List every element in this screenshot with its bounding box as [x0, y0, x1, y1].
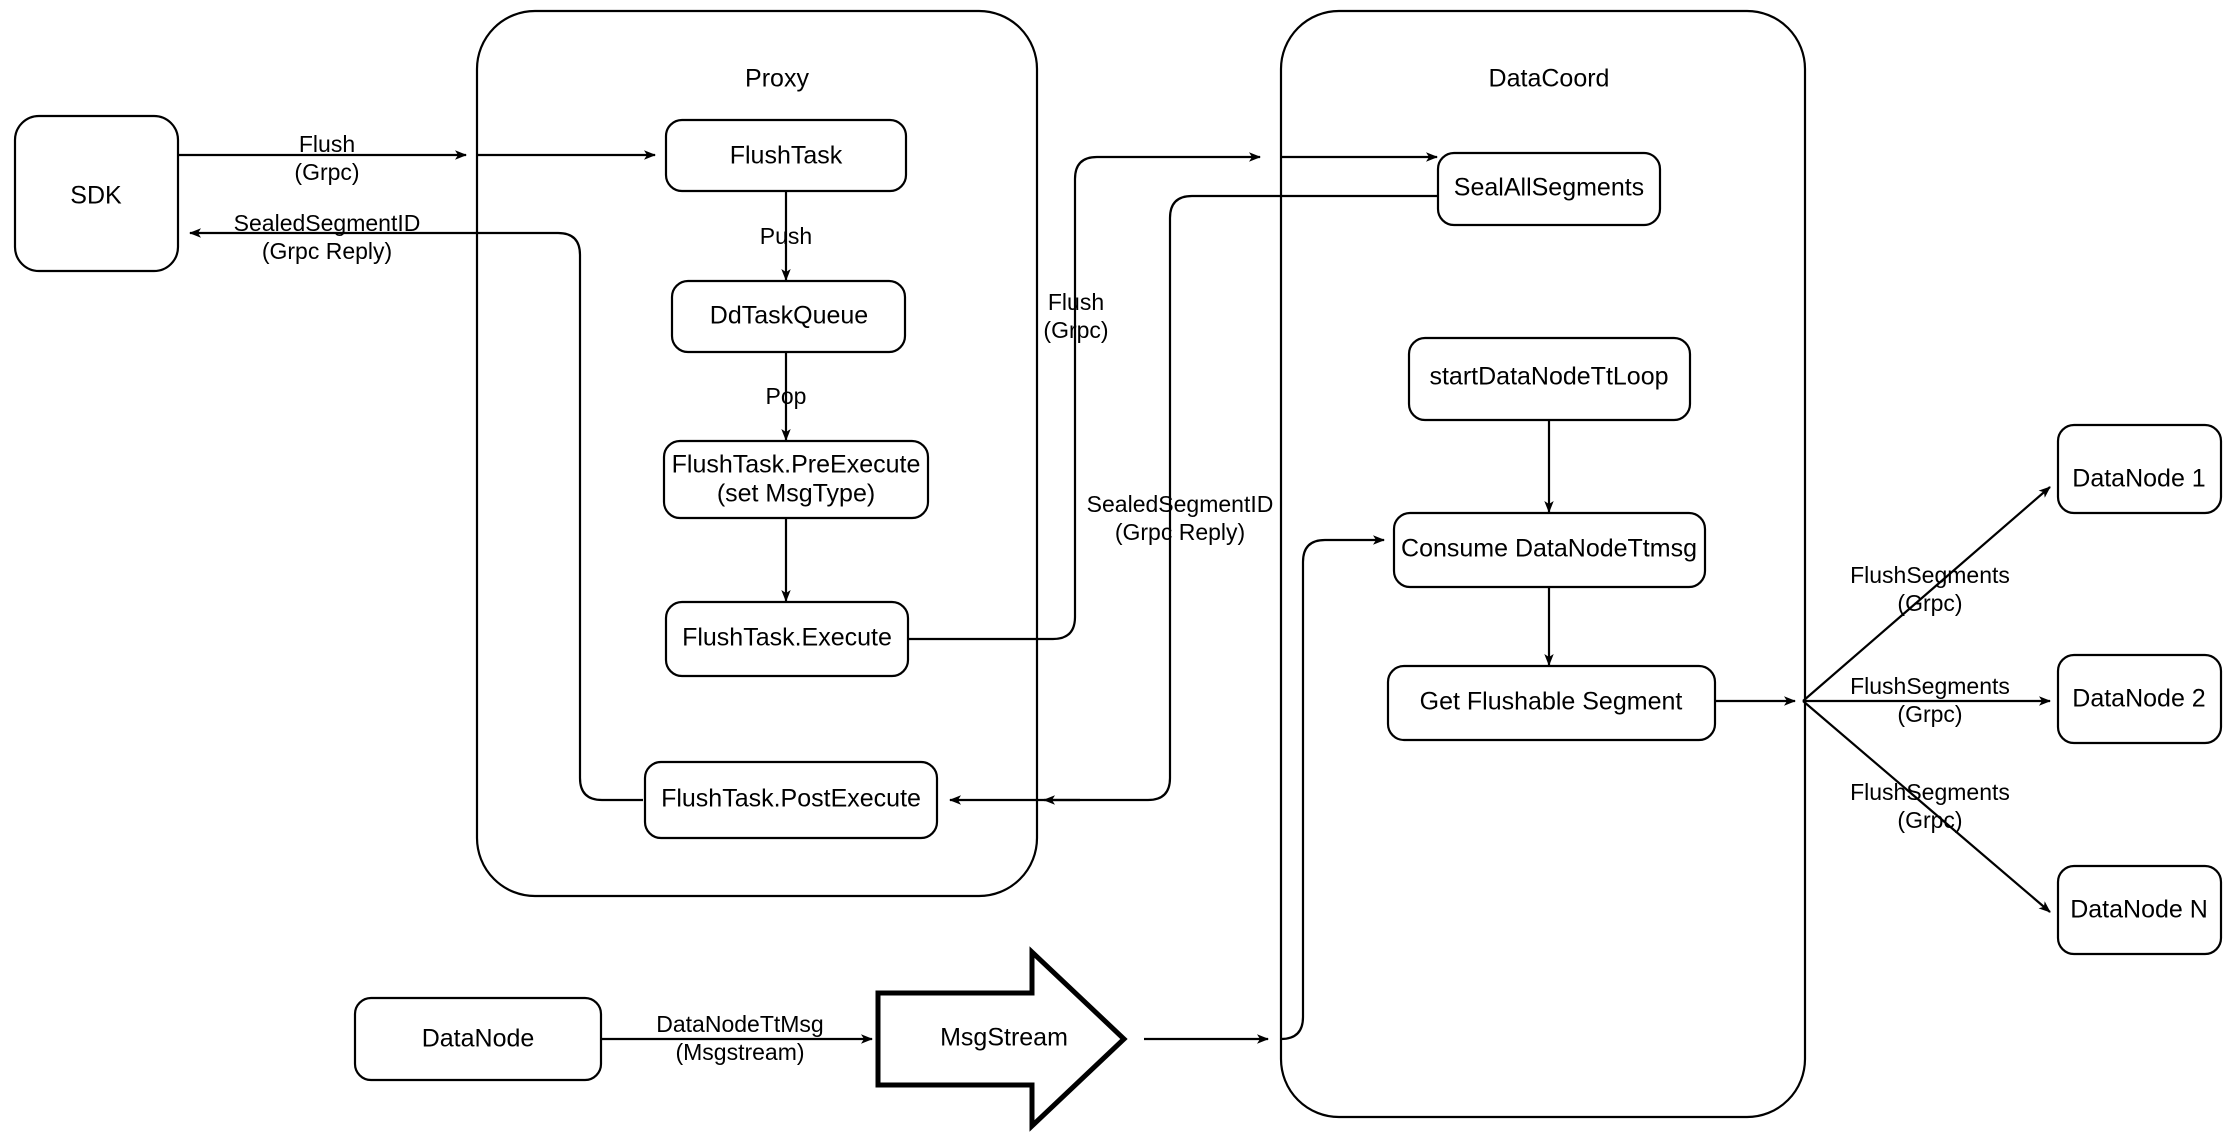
node-get-flushable-segment-label: Get Flushable Segment: [1420, 688, 1683, 716]
node-startdatanodettloop[interactable]: [1407, 336, 1692, 422]
edge-sealallsegments-to-postexecute: [949, 194, 1437, 805]
edge-label-datanodettmsg-line2: (Msgstream): [675, 1039, 804, 1065]
edge-label-sealedsegmentid-coord-line1: SealedSegmentID: [1087, 491, 1274, 517]
node-msgstream[interactable]: [875, 946, 1128, 1132]
edge-hub-to-datanode-n: [1802, 700, 2051, 913]
proxy-container: [475, 9, 1039, 898]
edge-label-sealedsegmentid-sdk-line2: (Grpc Reply): [262, 238, 392, 264]
edge-datacoord-feed-to-consume: [1280, 535, 1385, 1041]
node-startdatanodettloop-label: startDataNodeTtLoop: [1429, 363, 1668, 391]
edge-label-flushsegments-n-line1: FlushSegments: [1850, 779, 2010, 805]
node-datanode-2[interactable]: [2056, 653, 2223, 745]
node-flushtask-preexecute-label-line2: (set MsgType): [717, 480, 875, 508]
node-sealallsegments-label: SealAllSegments: [1454, 174, 1644, 202]
node-flushtask-execute[interactable]: [664, 600, 910, 678]
node-datanode-n-label: DataNode N: [2070, 896, 2208, 924]
edge-label-pop: Pop: [766, 383, 807, 409]
datacoord-container: [1279, 9, 1807, 1119]
edge-label-sealedsegmentid-coord-line2: (Grpc Reply): [1115, 519, 1245, 545]
node-sdk-label: SDK: [70, 182, 122, 210]
edge-label-flush-grpc-coord-line2: (Grpc): [1043, 317, 1108, 343]
edge-label-sealedsegmentid-sdk-line1: SealedSegmentID: [234, 210, 421, 236]
edge-label-flushsegments-1-line1: FlushSegments: [1850, 562, 2010, 588]
node-datanode-source[interactable]: [353, 996, 603, 1082]
node-flushtask-label: FlushTask: [730, 142, 843, 170]
node-flushtask-execute-label: FlushTask.Execute: [682, 624, 892, 652]
edge-postexecute-to-sdk-reply: [487, 231, 643, 802]
edge-execute-to-datacoord-flush: [908, 152, 1261, 641]
edge-label-flushsegments-2-line2: (Grpc): [1897, 701, 1962, 727]
edge-label-push: Push: [760, 223, 812, 249]
node-datanode-n[interactable]: [2056, 864, 2223, 956]
node-flushtask-preexecute[interactable]: [662, 439, 930, 520]
node-sealallsegments[interactable]: [1436, 151, 1662, 227]
node-msgstream-label: MsgStream: [940, 1024, 1068, 1052]
node-consume-datanodettmsg[interactable]: [1392, 511, 1707, 589]
node-datanode-1[interactable]: [2056, 423, 2223, 515]
edge-label-flush-grpc-line2: (Grpc): [294, 159, 359, 185]
edge-hub-to-datanode-1: [1802, 486, 2051, 702]
edge-label-datanodettmsg-line1: DataNodeTtMsg: [656, 1011, 823, 1037]
node-flushtask-postexecute[interactable]: [643, 760, 939, 840]
node-datanode-1-label: DataNode 1: [2072, 465, 2205, 493]
edge-label-flushsegments-n-line2: (Grpc): [1897, 807, 1962, 833]
node-flushtask-postexecute-label: FlushTask.PostExecute: [661, 785, 921, 813]
node-ddtaskqueue-label: DdTaskQueue: [710, 302, 868, 330]
node-ddtaskqueue[interactable]: [670, 279, 907, 354]
edge-label-flush-grpc-coord-line1: Flush: [1048, 289, 1104, 315]
node-flushtask-preexecute-label-line1: FlushTask.PreExecute: [672, 451, 921, 479]
node-datanode-2-label: DataNode 2: [2072, 685, 2205, 713]
edge-label-flushsegments-1-line2: (Grpc): [1897, 590, 1962, 616]
node-datanode-source-label: DataNode: [422, 1025, 535, 1053]
edge-label-flush-grpc-line1: Flush: [299, 131, 355, 157]
proxy-container-label: Proxy: [745, 65, 809, 93]
datacoord-container-label: DataCoord: [1489, 65, 1610, 93]
node-sdk[interactable]: [13, 114, 180, 273]
node-flushtask[interactable]: [664, 118, 908, 193]
edge-label-flushsegments-2-line1: FlushSegments: [1850, 673, 2010, 699]
node-consume-datanodettmsg-label: Consume DataNodeTtmsg: [1401, 535, 1697, 563]
node-get-flushable-segment[interactable]: [1386, 664, 1717, 742]
